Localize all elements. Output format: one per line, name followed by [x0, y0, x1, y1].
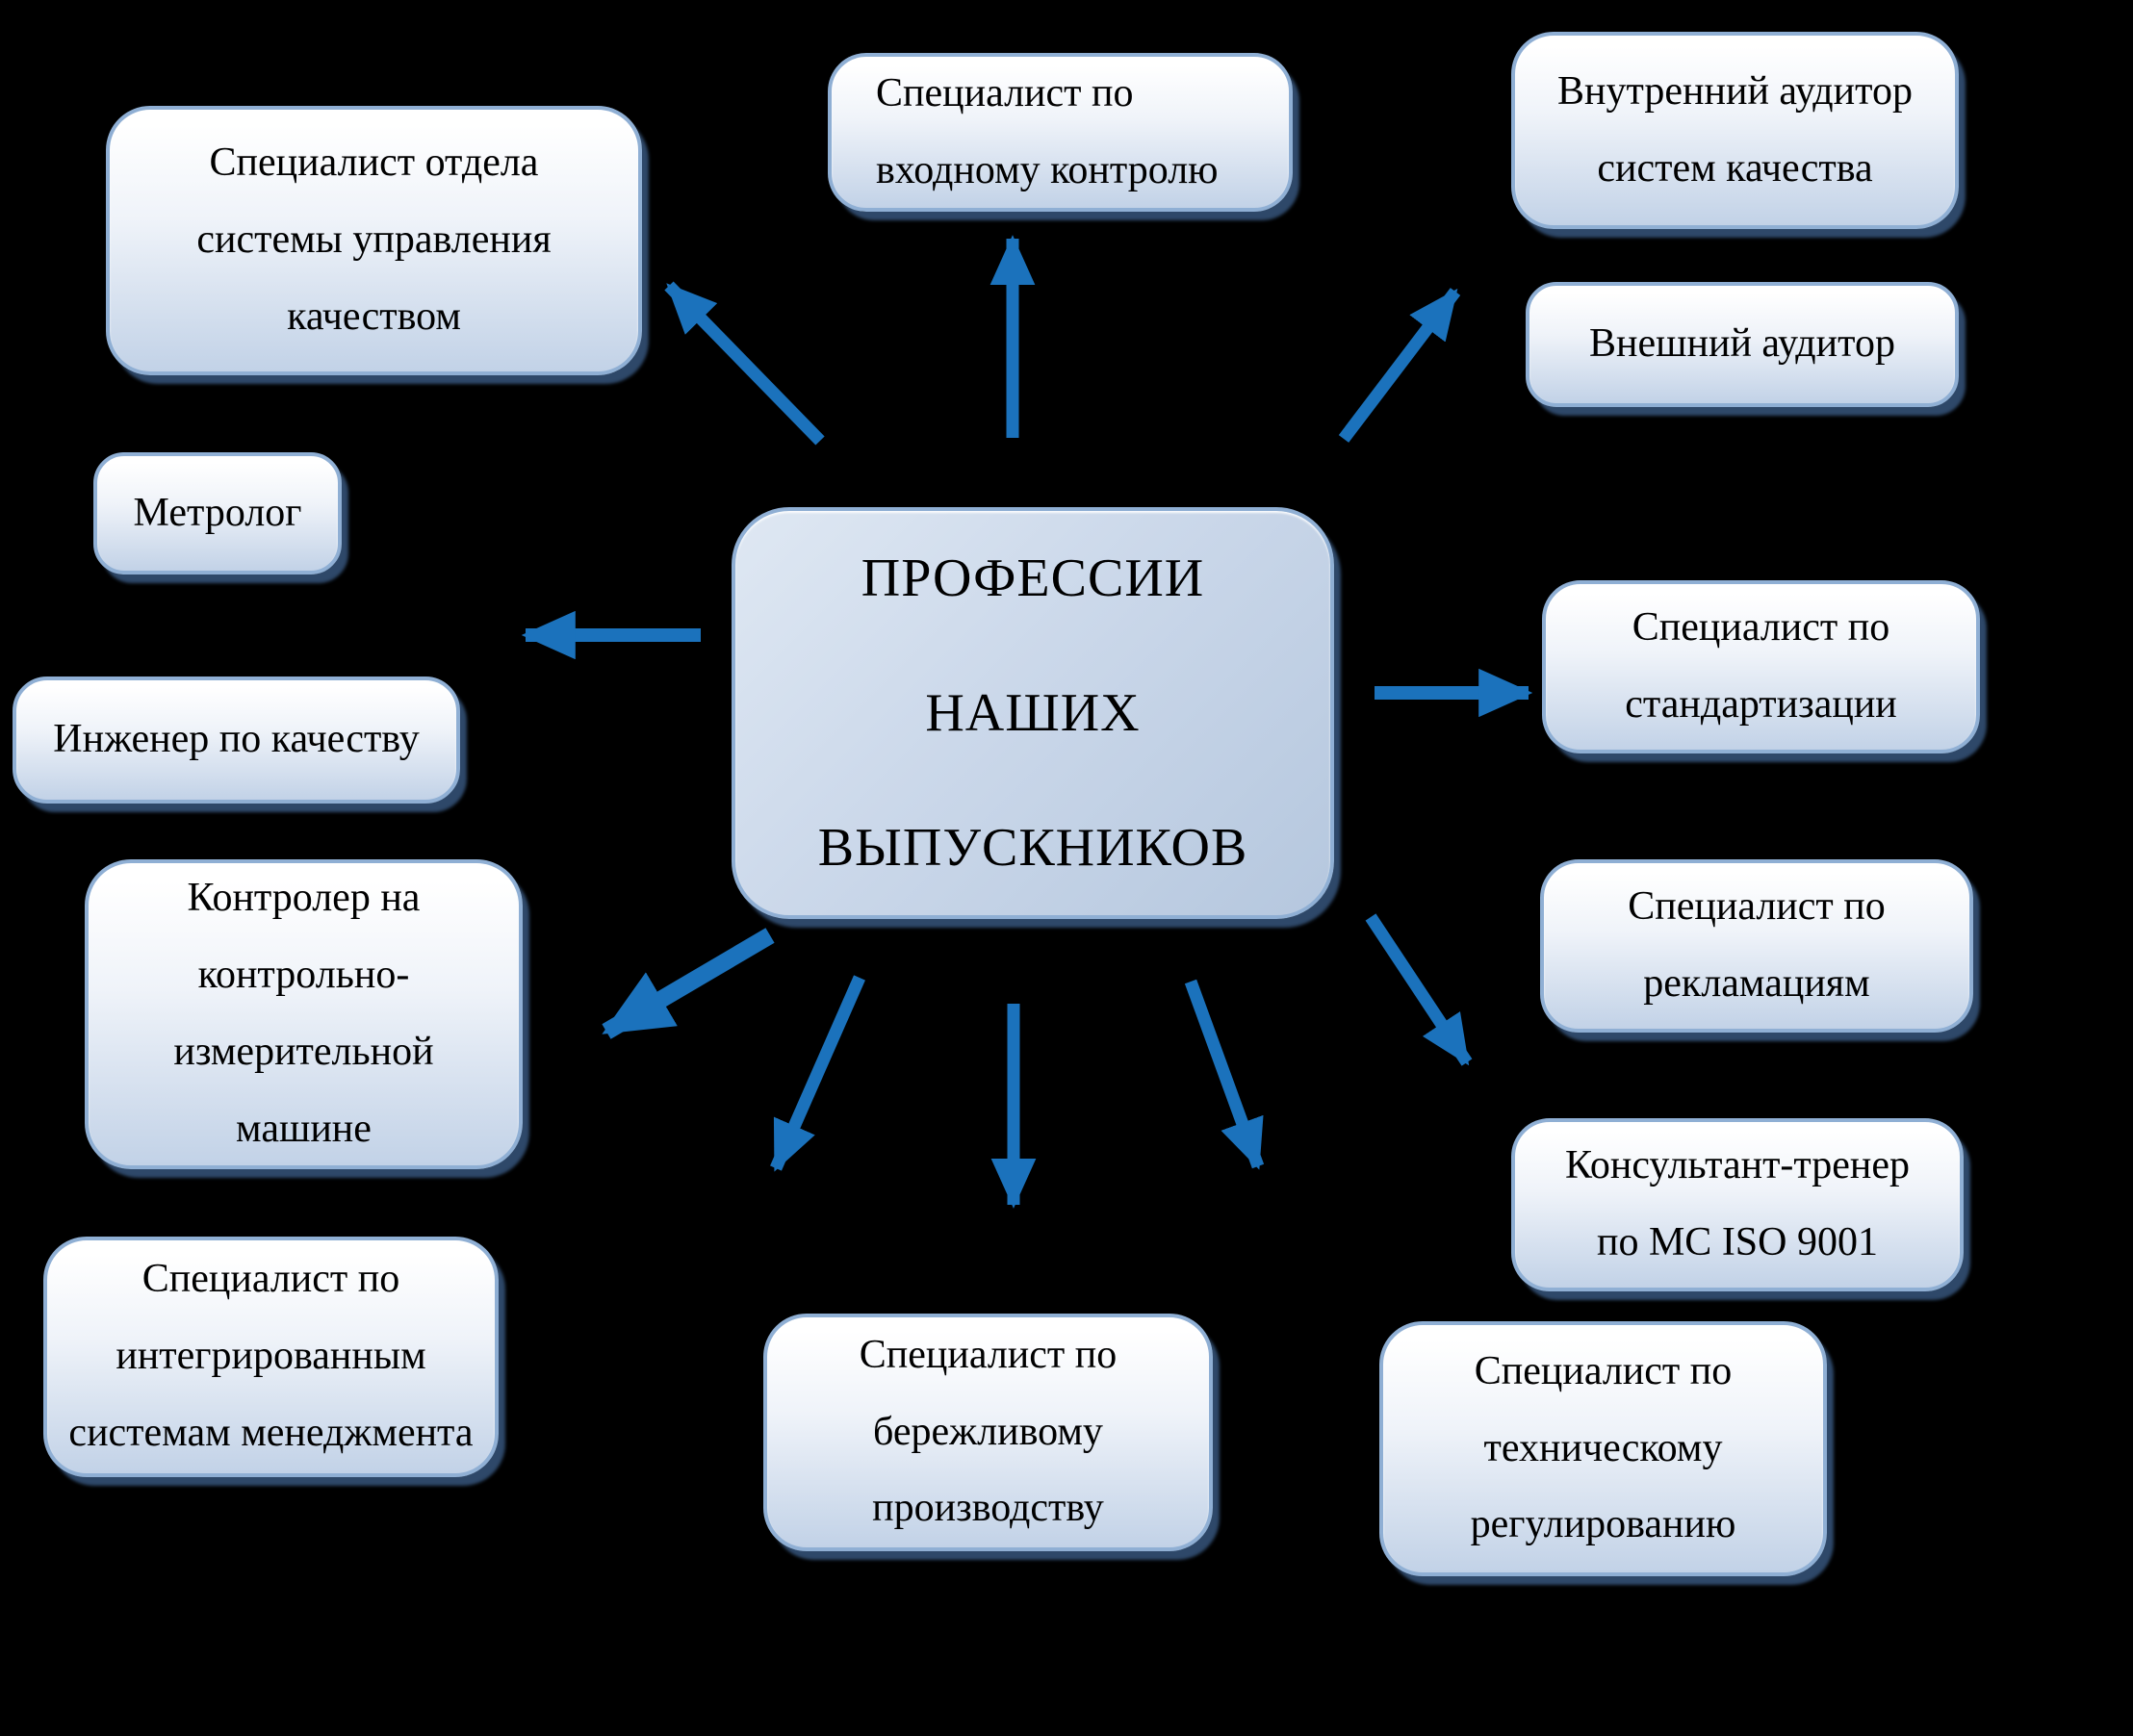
profession-label: Специалист по стандартизации — [1625, 605, 1897, 727]
arrow-down-left-icon — [602, 928, 775, 1039]
profession-box-metrologist: Метролог — [93, 452, 342, 574]
profession-label: Специалист по бережливому производству — [859, 1332, 1118, 1531]
arrow-down-right-icon — [1184, 979, 1265, 1170]
profession-label: Специалист отдела системы управления кач… — [196, 140, 552, 339]
profession-box-standardization-specialist: Специалист по стандартизации — [1542, 580, 1980, 753]
profession-label: Инженер по качеству — [53, 717, 420, 762]
arrow-down-left-steep-icon — [770, 975, 865, 1172]
profession-box-internal-quality-systems-auditor: Внутренний аудитор систем качества — [1511, 32, 1959, 229]
profession-box-technical-regulation-specialist: Специалист по техническому регулированию — [1379, 1321, 1827, 1576]
profession-box-iso9001-consultant-trainer: Консультант-тренер по МС ISO 9001 — [1511, 1118, 1964, 1291]
profession-label: Специалист по входному контролю — [876, 70, 1219, 192]
central-topic-label: ПРОФЕССИИ НАШИХ ВЫПУСКНИКОВ — [817, 549, 1248, 878]
profession-label: Специалист по рекламациям — [1628, 884, 1886, 1006]
profession-label: Консультант-тренер по МС ISO 9001 — [1564, 1143, 1911, 1264]
arrow-up-left-icon — [664, 281, 825, 446]
profession-label: Контролер на контрольно- измерительной м… — [173, 876, 434, 1151]
profession-label: Специалист по техническому регулированию — [1470, 1348, 1736, 1547]
profession-label: Специалист по интегрированным системам м… — [68, 1257, 474, 1455]
profession-box-lean-production-specialist: Специалист по бережливому производству — [763, 1314, 1213, 1551]
profession-box-quality-engineer: Инженер по качеству — [13, 677, 460, 804]
profession-box-claims-specialist: Специалист по рекламациям — [1540, 859, 1973, 1033]
profession-label: Метролог — [133, 490, 302, 535]
central-topic-box: ПРОФЕССИИ НАШИХ ВЫПУСКНИКОВ — [732, 507, 1334, 919]
profession-box-integrated-management-systems-specialist: Специалист по интегрированным системам м… — [43, 1237, 499, 1477]
profession-box-cmm-inspector: Контролер на контрольно- измерительной м… — [85, 859, 523, 1169]
profession-box-incoming-inspection-specialist: Специалист по входному контролю — [828, 53, 1293, 212]
arrow-up-right-icon — [1338, 288, 1461, 443]
profession-box-external-auditor: Внешний аудитор — [1526, 282, 1959, 407]
profession-label: Внутренний аудитор систем качества — [1557, 68, 1913, 191]
profession-box-quality-management-department-specialist: Специалист отдела системы управления кач… — [106, 106, 642, 375]
arrow-right-down-icon — [1365, 913, 1473, 1066]
profession-label: Внешний аудитор — [1589, 321, 1895, 367]
